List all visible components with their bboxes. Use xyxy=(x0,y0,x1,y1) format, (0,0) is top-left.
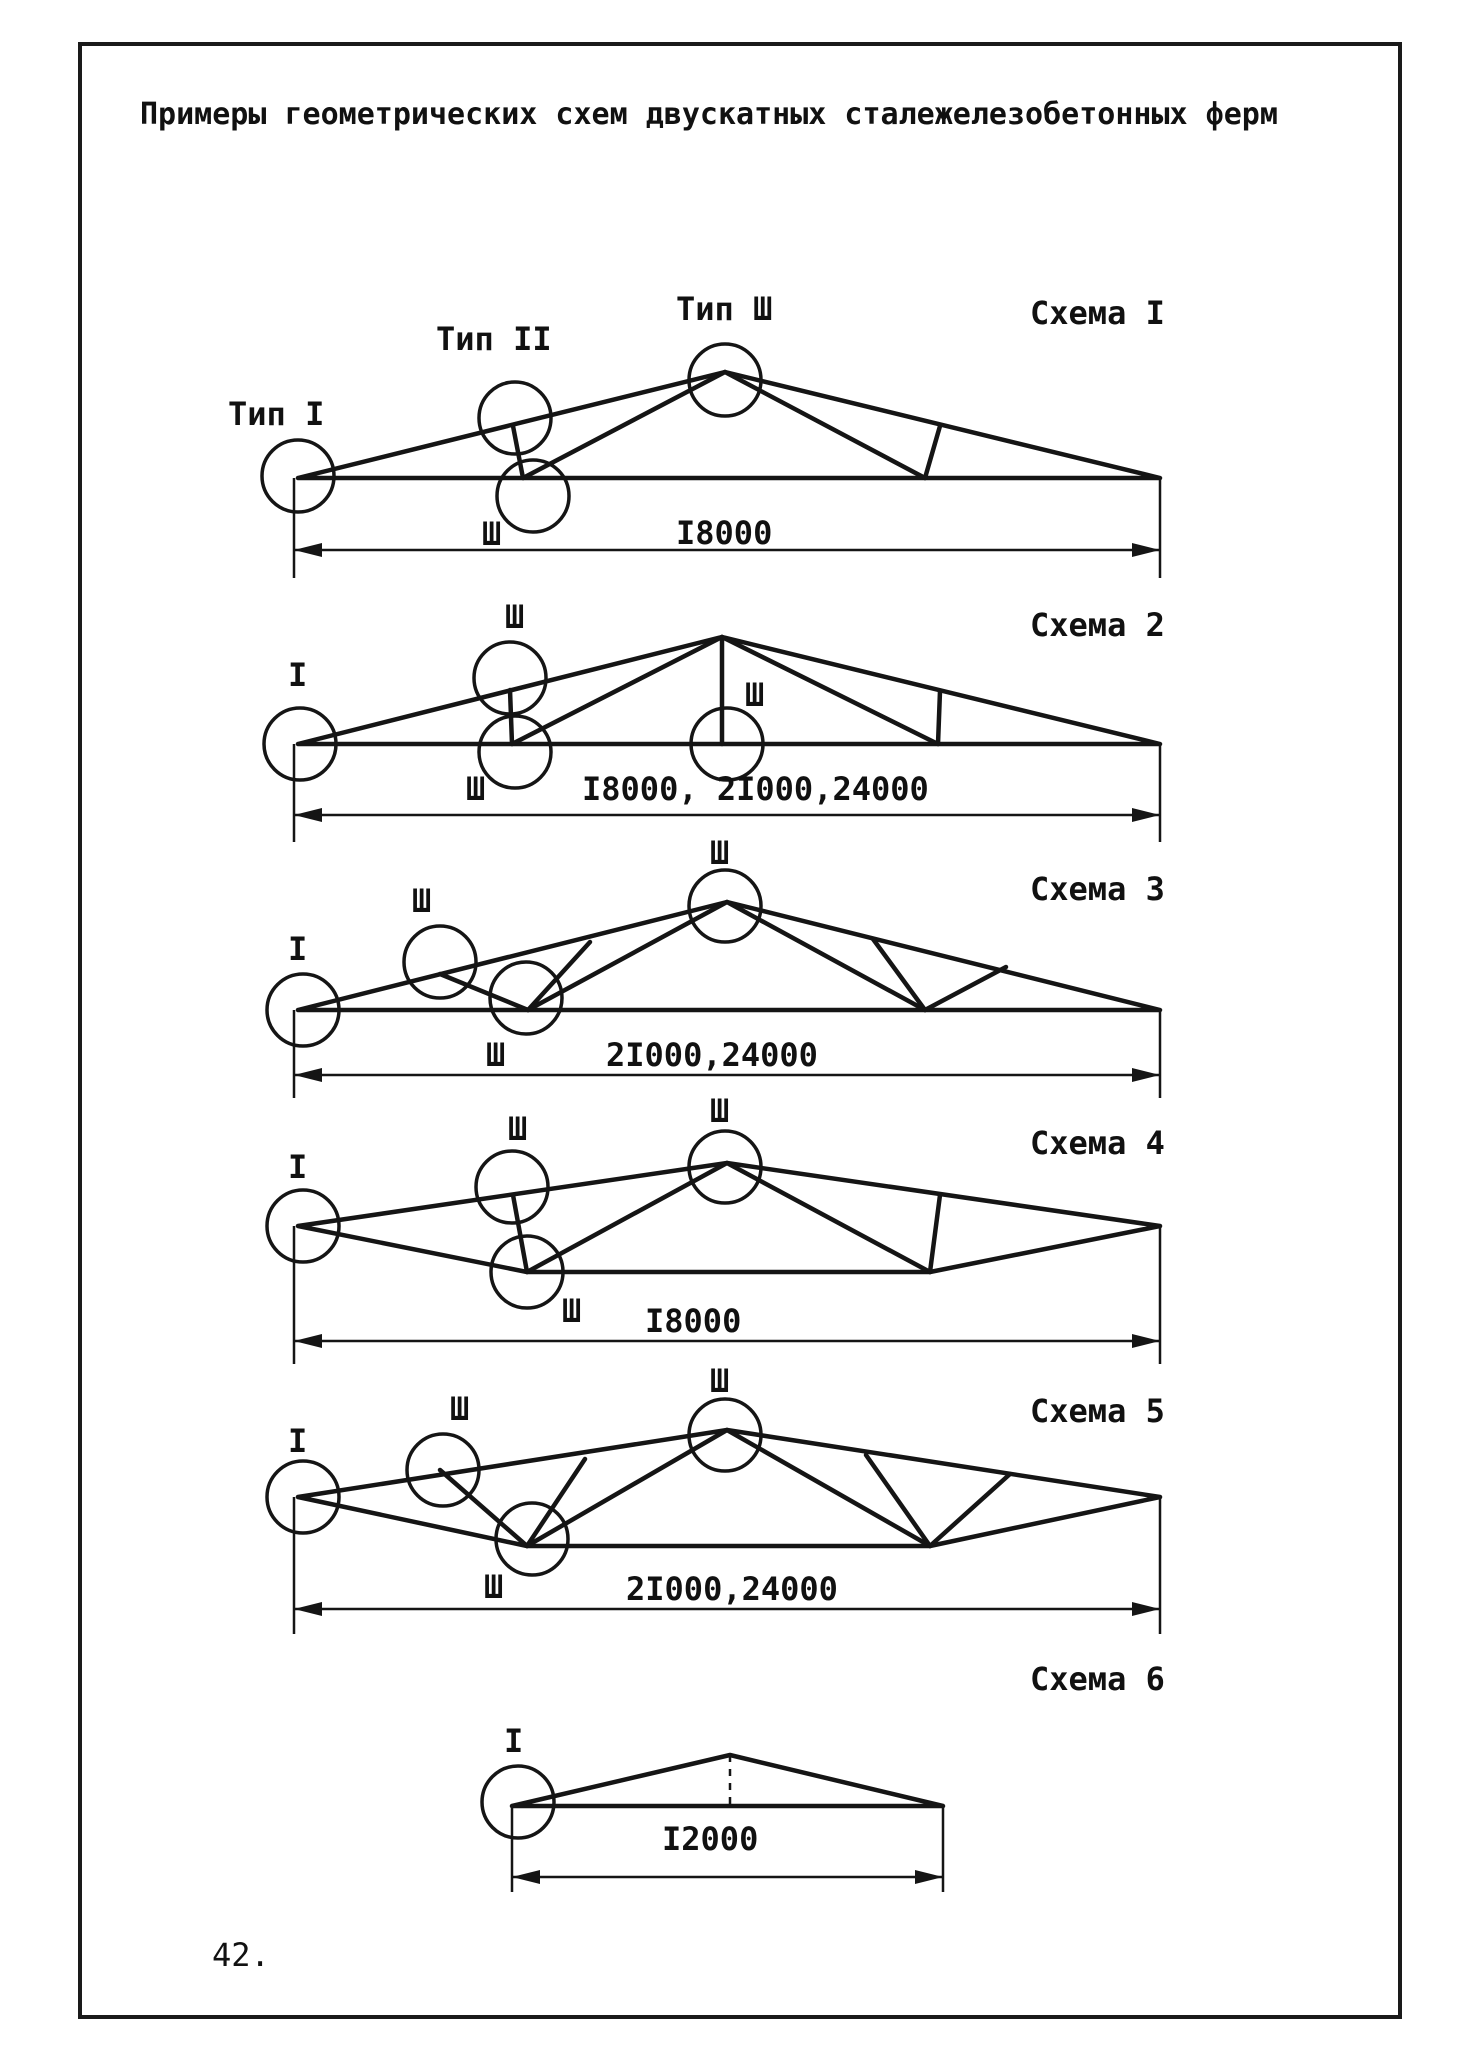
label-lower-node: Ш xyxy=(484,1568,503,1606)
label-lower-node: Ш xyxy=(562,1292,581,1330)
type-2-node-circle xyxy=(477,380,553,456)
support-node-circle xyxy=(262,706,338,782)
scheme-5-truss xyxy=(295,1427,1163,1549)
scheme-2-truss xyxy=(295,634,1163,747)
label-type-1: Тип I xyxy=(228,395,324,433)
support-node-circle xyxy=(265,1459,341,1535)
page-frame xyxy=(78,42,1402,2019)
scheme-3: Схема 3 I Ш Ш Ш 2I000,24000 xyxy=(265,834,1165,1098)
lower-node-circle xyxy=(495,458,571,534)
label-upper-node: Ш xyxy=(412,882,431,920)
scheme-1-title: Схема I xyxy=(1030,294,1165,332)
scheme-1-truss xyxy=(295,369,1163,481)
ridge-node-circle xyxy=(687,1397,763,1473)
label-type-3: Тип Ш xyxy=(676,290,772,328)
label-ridge: Ш xyxy=(710,1362,729,1400)
scheme-4-title: Схема 4 xyxy=(1030,1124,1165,1162)
scheme-4: Схема 4 I Ш Ш Ш I8000 xyxy=(265,1092,1165,1364)
upper-node-circle xyxy=(402,924,478,1000)
scheme-4-truss xyxy=(295,1160,1163,1275)
scheme-4-span: I8000 xyxy=(645,1302,741,1340)
support-node-circle xyxy=(480,1764,556,1840)
label-lower-node: Ш xyxy=(466,770,485,808)
support-node-circle xyxy=(265,972,341,1048)
scheme-6-dimension-line xyxy=(510,1806,945,1892)
scheme-2-dimension-line xyxy=(292,744,1162,842)
type-1-node-circle xyxy=(260,438,336,514)
label-ridge: Ш xyxy=(710,834,729,872)
ridge-node-circle xyxy=(687,1129,763,1205)
support-node-circle xyxy=(265,1188,341,1264)
label-support: I xyxy=(288,656,307,694)
upper-node-circle xyxy=(405,1432,481,1508)
label-type-2: Тип II xyxy=(436,320,552,358)
center-node-circle xyxy=(689,706,765,782)
label-upper-node: Ш xyxy=(450,1390,469,1428)
page-title: Примеры геометрических схем двускатных с… xyxy=(140,97,1278,132)
scheme-6-title: Схема 6 xyxy=(1030,1660,1165,1698)
upper-node-circle xyxy=(474,1149,550,1225)
lower-node-circle xyxy=(489,1234,565,1310)
scheme-4-dimension-line xyxy=(292,1226,1162,1364)
scheme-5: Схема 5 I Ш Ш Ш 2I000,24000 xyxy=(265,1362,1165,1634)
label-support: I xyxy=(288,1422,307,1460)
ridge-node-circle xyxy=(687,868,763,944)
upper-node-circle xyxy=(472,640,548,716)
label-upper-node: Ш xyxy=(505,598,524,636)
scheme-1-span: I8000 xyxy=(676,514,772,552)
label-ridge: Ш xyxy=(710,1092,729,1130)
scheme-2-title: Схема 2 xyxy=(1030,606,1165,644)
scheme-1-dimension-line xyxy=(292,478,1162,578)
scheme-5-span: 2I000,24000 xyxy=(626,1570,838,1608)
lower-node-circle xyxy=(477,714,553,790)
label-lower-node: Ш xyxy=(482,515,501,553)
scheme-6-span: I2000 xyxy=(662,1820,758,1858)
scheme-3-title: Схема 3 xyxy=(1030,870,1165,908)
label-support: I xyxy=(288,930,307,968)
scheme-3-span: 2I000,24000 xyxy=(606,1036,818,1074)
scheme-2: Схема 2 I Ш Ш Ш I8000, 2I000,24000 xyxy=(262,598,1165,842)
scheme-2-span: I8000, 2I000,24000 xyxy=(582,770,929,808)
label-support: I xyxy=(288,1148,307,1186)
label-lower-node: Ш xyxy=(486,1036,505,1074)
type-3-node-circle xyxy=(687,342,763,418)
label-center-node: Ш xyxy=(745,676,764,714)
scheme-6-truss xyxy=(509,1752,946,1809)
scheme-1: Схема I Тип I Тип II Тип Ш Ш I8000 xyxy=(228,290,1165,578)
scheme-5-dimension-line xyxy=(292,1497,1162,1634)
page-number: 42. xyxy=(212,1936,270,1974)
scheme-5-title: Схема 5 xyxy=(1030,1392,1165,1430)
lower-node-circle xyxy=(488,960,564,1036)
label-upper-node: Ш xyxy=(508,1110,527,1148)
scheme-6: Схема 6 I I2000 xyxy=(480,1660,1165,1892)
lower-node-circle xyxy=(494,1501,570,1577)
scheme-3-dimension-line xyxy=(292,1010,1162,1098)
label-support: I xyxy=(504,1722,523,1760)
